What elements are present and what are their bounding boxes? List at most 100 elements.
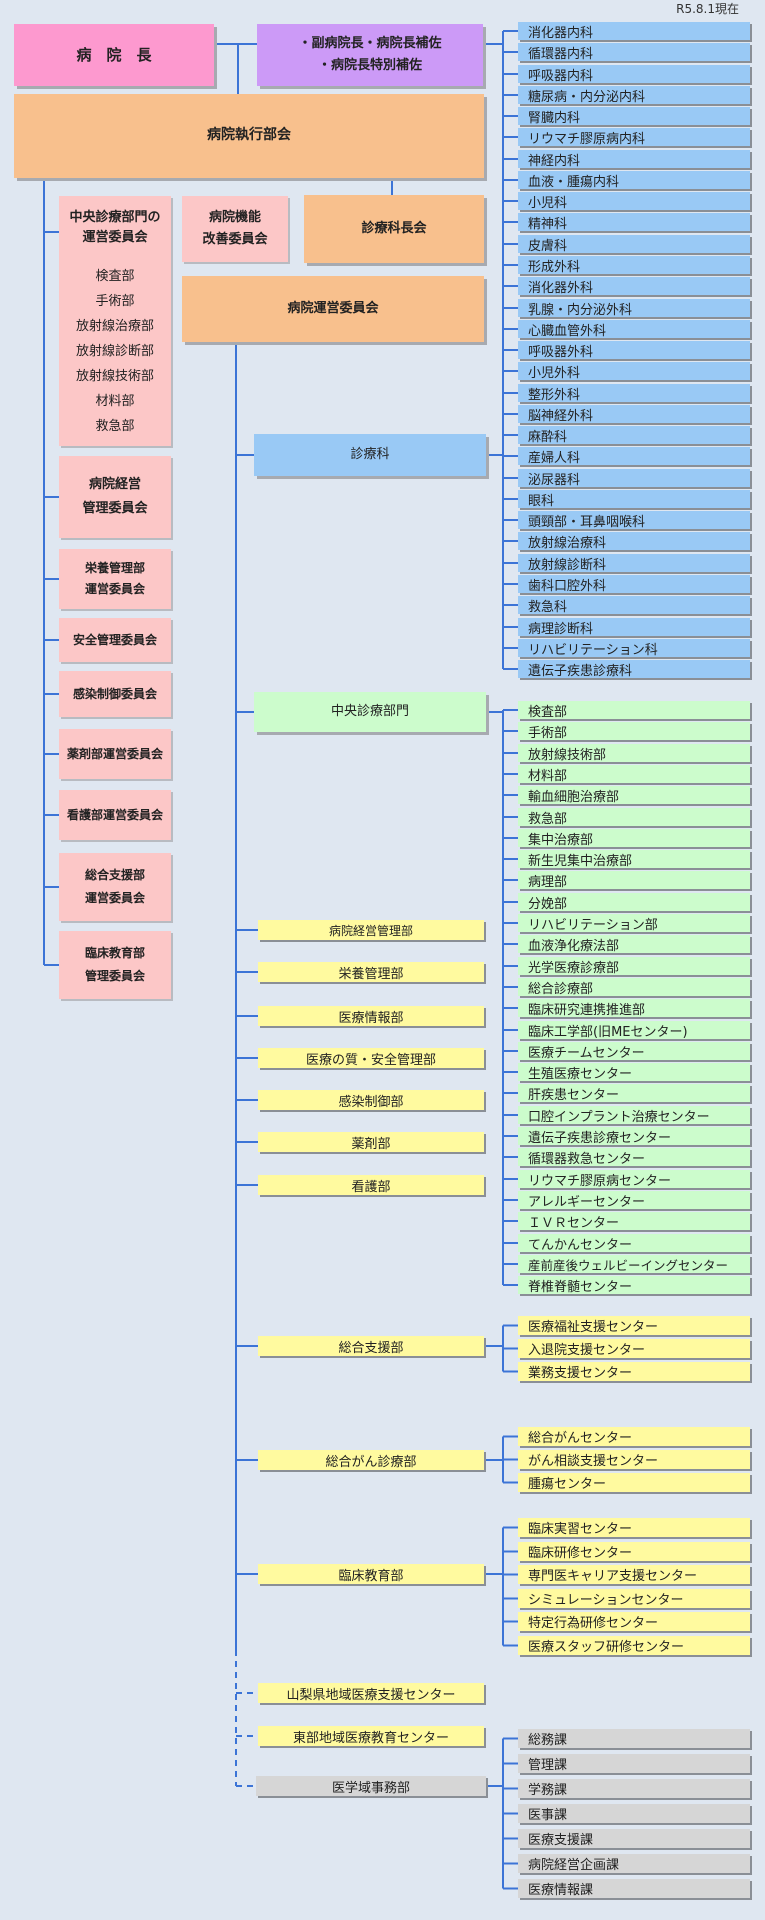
central-division-item[interactable]: 口腔インプラント治療センター bbox=[518, 1106, 750, 1124]
executive-board-box[interactable]: 病院執行部会 bbox=[14, 94, 484, 178]
central-division-item[interactable]: 医療チームセンター bbox=[518, 1042, 750, 1060]
clinical-division-item[interactable]: 小児科 bbox=[518, 192, 750, 210]
clinical-division-item[interactable]: 病理診断科 bbox=[518, 618, 750, 636]
admin-section-item[interactable]: 管理課 bbox=[518, 1754, 750, 1773]
dept-clinical[interactable]: 診療科 bbox=[254, 434, 486, 476]
dept-central[interactable]: 中央診療部門 bbox=[254, 692, 486, 732]
central-division-item[interactable]: 放射線技術部 bbox=[518, 744, 750, 762]
clinical-division-item[interactable]: 血液・腫瘍内科 bbox=[518, 171, 750, 189]
deputy-director-box[interactable]: ・副病院長・病院長補佐 ・病院長特別補佐 bbox=[257, 24, 483, 86]
central-division-item[interactable]: 材料部 bbox=[518, 765, 750, 783]
dept-nursing[interactable]: 看護部 bbox=[258, 1175, 484, 1195]
dept-clinical-education[interactable]: 臨床教育部 bbox=[258, 1564, 484, 1584]
clinical-division-item[interactable]: 腎臓内科 bbox=[518, 107, 750, 125]
central-division-item[interactable]: てんかんセンター bbox=[518, 1234, 750, 1252]
clinical-division-item[interactable]: 精神科 bbox=[518, 213, 750, 231]
clinical-division-item[interactable]: 歯科口腔外科 bbox=[518, 575, 750, 593]
clinical-division-item[interactable]: 放射線診断科 bbox=[518, 554, 750, 572]
central-division-item[interactable]: 手術部 bbox=[518, 722, 750, 740]
education-committee-box[interactable]: 臨床教育部 管理委員会 bbox=[59, 931, 171, 999]
central-division-item[interactable]: 光学医療診療部 bbox=[518, 957, 750, 975]
central-division-item[interactable]: 肝疾患センター bbox=[518, 1084, 750, 1102]
central-division-item[interactable]: 病理部 bbox=[518, 871, 750, 889]
central-division-item[interactable]: 血液浄化療法部 bbox=[518, 935, 750, 953]
clinical-division-item[interactable]: 泌尿器科 bbox=[518, 469, 750, 487]
central-division-item[interactable]: 脊椎脊髄センター bbox=[518, 1276, 750, 1294]
central-division-item[interactable]: 集中治療部 bbox=[518, 829, 750, 847]
central-division-item[interactable]: 輸血細胞治療部 bbox=[518, 786, 750, 804]
clinical-division-item[interactable]: リウマチ膠原病内科 bbox=[518, 128, 750, 146]
nursing-committee-box[interactable]: 看護部運営委員会 bbox=[59, 790, 171, 840]
admin-section-item[interactable]: 医療情報課 bbox=[518, 1879, 750, 1898]
management-committee-box[interactable]: 病院経営 管理委員会 bbox=[59, 456, 171, 538]
clinical-division-item[interactable]: 呼吸器外科 bbox=[518, 341, 750, 359]
clinical-division-item[interactable]: 糖尿病・内分泌内科 bbox=[518, 86, 750, 104]
clinical-division-item[interactable]: 整形外科 bbox=[518, 384, 750, 402]
dept-eastern-education[interactable]: 東部地域医療教育センター bbox=[258, 1726, 484, 1746]
function-improvement-committee-box[interactable]: 病院機能 改善委員会 bbox=[182, 196, 288, 262]
clinical-division-item[interactable]: 脳神経外科 bbox=[518, 405, 750, 423]
clinical-division-item[interactable]: 小児外科 bbox=[518, 362, 750, 380]
education-center-item[interactable]: 臨床研修センター bbox=[518, 1542, 750, 1561]
support-center-item[interactable]: 入退院支援センター bbox=[518, 1339, 750, 1358]
admin-section-item[interactable]: 医事課 bbox=[518, 1804, 750, 1823]
clinical-division-item[interactable]: 消化器内科 bbox=[518, 22, 750, 40]
support-committee-box[interactable]: 総合支援部 運営委員会 bbox=[59, 853, 171, 921]
education-center-item[interactable]: 臨床実習センター bbox=[518, 1518, 750, 1537]
admin-section-item[interactable]: 医療支援課 bbox=[518, 1829, 750, 1848]
clinical-division-item[interactable]: 放射線治療科 bbox=[518, 532, 750, 550]
clinical-division-item[interactable]: 産婦人科 bbox=[518, 447, 750, 465]
education-center-item[interactable]: 医療スタッフ研修センター bbox=[518, 1636, 750, 1655]
dept-pharmacy[interactable]: 薬剤部 bbox=[258, 1132, 484, 1152]
admin-section-item[interactable]: 学務課 bbox=[518, 1779, 750, 1798]
admin-section-item[interactable]: 総務課 bbox=[518, 1729, 750, 1748]
clinical-division-item[interactable]: 遺伝子疾患診療科 bbox=[518, 660, 750, 678]
dept-medical-info[interactable]: 医療情報部 bbox=[258, 1006, 484, 1026]
clinical-division-item[interactable]: 形成外科 bbox=[518, 256, 750, 274]
central-division-item[interactable]: 総合診療部 bbox=[518, 978, 750, 996]
clinical-division-item[interactable]: 消化器外科 bbox=[518, 277, 750, 295]
clinical-division-item[interactable]: 心臓血管外科 bbox=[518, 320, 750, 338]
central-division-item[interactable]: リウマチ膠原病センター bbox=[518, 1170, 750, 1188]
central-division-item[interactable]: 臨床研究連携推進部 bbox=[518, 999, 750, 1017]
dept-general-support[interactable]: 総合支援部 bbox=[258, 1336, 484, 1356]
support-center-item[interactable]: 医療福祉支援センター bbox=[518, 1316, 750, 1335]
central-division-item[interactable]: 遺伝子疾患診療センター bbox=[518, 1127, 750, 1145]
education-center-item[interactable]: 専門医キャリア支援センター bbox=[518, 1565, 750, 1584]
dept-quality-safety[interactable]: 医療の質・安全管理部 bbox=[258, 1048, 484, 1068]
clinical-division-item[interactable]: 眼科 bbox=[518, 490, 750, 508]
clinical-division-item[interactable]: 神経内科 bbox=[518, 150, 750, 168]
central-division-item[interactable]: 検査部 bbox=[518, 701, 750, 719]
education-center-item[interactable]: 特定行為研修センター bbox=[518, 1612, 750, 1631]
chiefs-meeting-box[interactable]: 診療科長会 bbox=[304, 195, 484, 263]
central-division-item[interactable]: 分娩部 bbox=[518, 893, 750, 911]
central-division-item[interactable]: 生殖医療センター bbox=[518, 1063, 750, 1081]
central-division-item[interactable]: 産前産後ウェルビーイングセンター bbox=[518, 1255, 750, 1273]
dept-infection-control[interactable]: 感染制御部 bbox=[258, 1090, 484, 1110]
operation-committee-box[interactable]: 病院運営委員会 bbox=[182, 276, 484, 342]
dept-cancer[interactable]: 総合がん診療部 bbox=[258, 1450, 484, 1470]
central-division-item[interactable]: ＩＶＲセンター bbox=[518, 1212, 750, 1230]
dept-admin-office[interactable]: 医学域事務部 bbox=[256, 1776, 486, 1796]
support-center-item[interactable]: 業務支援センター bbox=[518, 1362, 750, 1381]
central-division-item[interactable]: 新生児集中治療部 bbox=[518, 850, 750, 868]
clinical-division-item[interactable]: 救急科 bbox=[518, 596, 750, 614]
cancer-center-item[interactable]: がん相談支援センター bbox=[518, 1450, 750, 1469]
central-division-item[interactable]: リハビリテーション部 bbox=[518, 914, 750, 932]
nutrition-committee-box[interactable]: 栄養管理部 運営委員会 bbox=[59, 549, 171, 609]
infection-committee-box[interactable]: 感染制御委員会 bbox=[59, 671, 171, 717]
cancer-center-item[interactable]: 総合がんセンター bbox=[518, 1427, 750, 1446]
clinical-division-item[interactable]: 麻酔科 bbox=[518, 426, 750, 444]
director-box[interactable]: 病 院 長 bbox=[14, 24, 214, 86]
dept-regional-support[interactable]: 山梨県地域医療支援センター bbox=[258, 1683, 484, 1703]
clinical-division-item[interactable]: リハビリテーション科 bbox=[518, 639, 750, 657]
clinical-division-item[interactable]: 循環器内科 bbox=[518, 43, 750, 61]
clinical-division-item[interactable]: 皮膚科 bbox=[518, 235, 750, 253]
clinical-division-item[interactable]: 頭頸部・耳鼻咽喉科 bbox=[518, 511, 750, 529]
cancer-center-item[interactable]: 腫瘍センター bbox=[518, 1473, 750, 1492]
central-division-item[interactable]: 循環器救急センター bbox=[518, 1148, 750, 1166]
dept-hospital-mgmt[interactable]: 病院経営管理部 bbox=[258, 920, 484, 940]
admin-section-item[interactable]: 病院経営企画課 bbox=[518, 1854, 750, 1873]
pharmacy-committee-box[interactable]: 薬剤部運営委員会 bbox=[59, 729, 171, 779]
education-center-item[interactable]: シミュレーションセンター bbox=[518, 1589, 750, 1608]
